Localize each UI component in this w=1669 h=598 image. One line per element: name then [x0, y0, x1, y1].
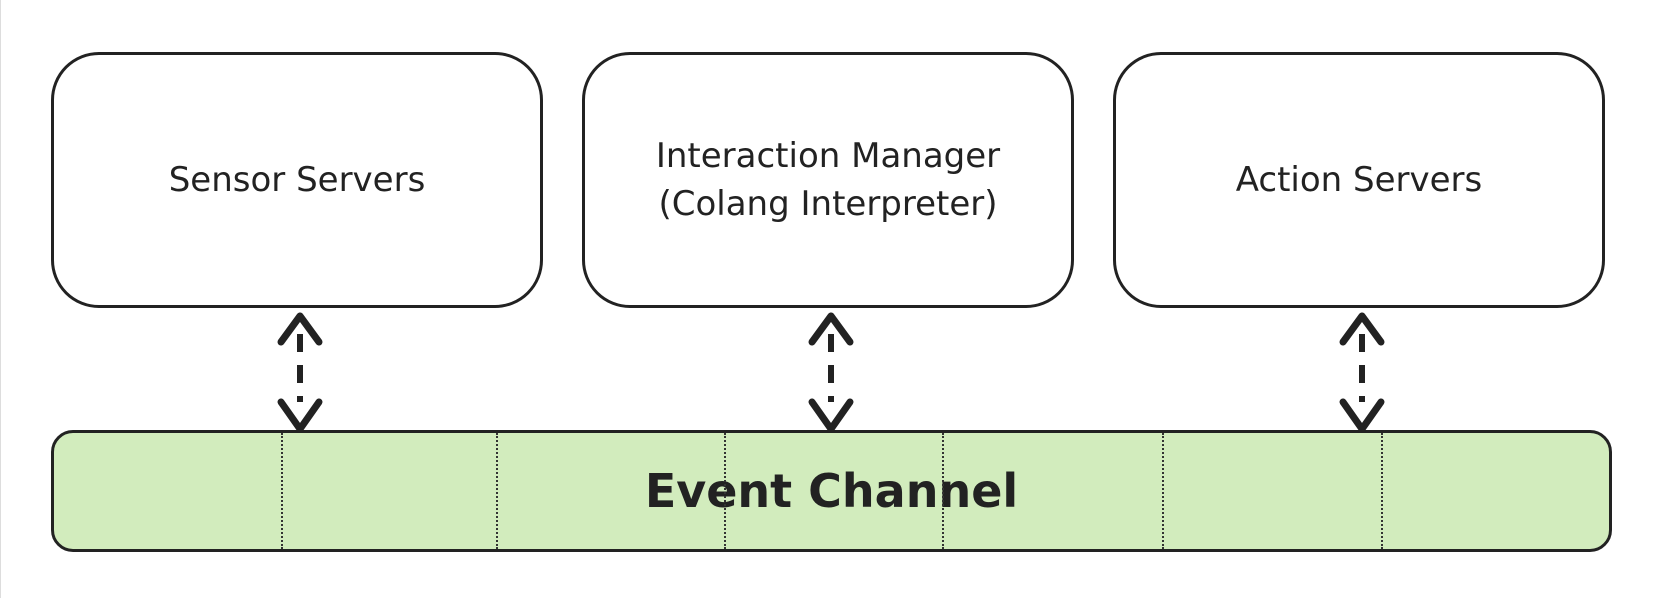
action-channel-arrow	[1339, 312, 1385, 433]
event-separator-line	[724, 433, 726, 549]
event-channel-bar: Event Channel	[51, 430, 1612, 552]
event-separator-line	[496, 433, 498, 549]
event-separator-line	[1381, 433, 1383, 549]
action-servers-label: Action Servers	[1235, 160, 1483, 200]
event-separator-line	[281, 433, 283, 549]
left-border-line	[0, 0, 1, 598]
manager-channel-arrow	[808, 312, 854, 433]
interaction-manager-box: Interaction Manager (Colang Interpreter)	[582, 52, 1074, 308]
sensor-channel-arrow	[277, 312, 323, 433]
colang-interpreter-label: (Colang Interpreter)	[658, 184, 998, 224]
interaction-manager-label: Interaction Manager	[655, 136, 1001, 176]
event-channel-label: Event Channel	[644, 464, 1019, 518]
event-separator-line	[1162, 433, 1164, 549]
sensor-servers-label: Sensor Servers	[168, 160, 426, 200]
action-servers-box: Action Servers	[1113, 52, 1605, 308]
sensor-servers-box: Sensor Servers	[51, 52, 543, 308]
event-separator-line	[942, 433, 944, 549]
